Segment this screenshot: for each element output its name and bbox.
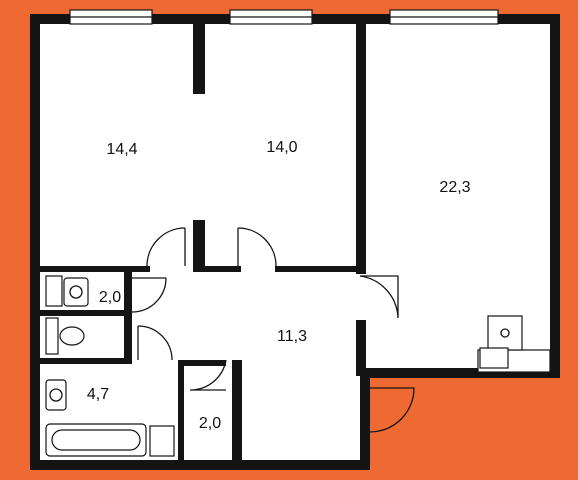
door-bath-large [137, 325, 173, 361]
outer-walls [30, 14, 560, 470]
shelf-icon [149, 425, 175, 457]
windows [69, 9, 551, 373]
sink-icon [63, 277, 89, 307]
area-bathroom-large: 4,7 [87, 386, 109, 403]
area-bathroom-small: 2,0 [99, 289, 121, 306]
door-bath-small [131, 277, 167, 313]
stove-icon [487, 315, 523, 351]
area-bedroom-left: 14,4 [106, 141, 137, 158]
door-entrance [369, 387, 415, 433]
door-bedroom-middle [237, 227, 277, 267]
kitchen-sink-icon [479, 347, 509, 369]
area-storage: 2,0 [199, 415, 221, 432]
doors [131, 227, 415, 433]
room-labels: 14,4 14,0 22,3 11,3 2,0 4,7 2,0 [87, 139, 471, 432]
area-hallway: 11,3 [277, 328, 307, 345]
area-bedroom-middle: 14,0 [266, 139, 297, 156]
sink-large-icon [45, 379, 67, 411]
door-bedroom-left [146, 227, 186, 267]
washing-machine-icon [45, 275, 63, 307]
door-living-room [359, 275, 399, 319]
area-living-room: 22,3 [439, 179, 470, 196]
toilet-icon [45, 317, 59, 355]
door-storage [189, 359, 227, 391]
fixtures [45, 275, 523, 457]
floor-area [30, 14, 560, 468]
interior-walls [40, 24, 366, 460]
